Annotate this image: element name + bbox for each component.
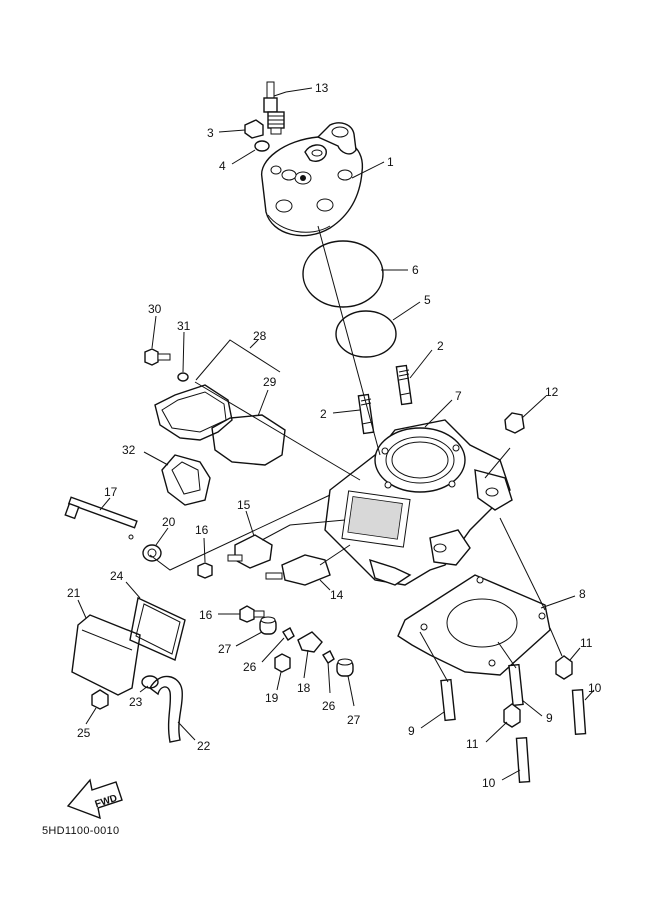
leader-lines [77,87,595,781]
callout-22: 22 [197,739,211,753]
callout-13: 13 [315,81,329,95]
shaft-17 [64,496,138,540]
callout-27b: 27 [347,713,361,727]
callout-7: 7 [455,389,462,403]
callout-labels: 1 2 2 3 4 5 6 7 8 9 9 10 10 11 11 12 13 … [67,81,602,790]
stud-2a [395,364,413,406]
callout-26a: 26 [243,660,257,674]
cylinder-base-gasket [397,574,551,676]
callout-14: 14 [330,588,344,602]
callout-18: 18 [297,681,311,695]
callout-20: 20 [162,515,176,529]
callout-2a: 2 [437,339,444,353]
stud-9a [440,678,456,722]
washer-31 [177,372,189,382]
fwd-arrow-icon: FWD [66,778,123,820]
lever-18 [297,631,323,653]
gasket-24 [129,596,186,661]
collar-20 [142,544,162,562]
drawing-code: 5HD1100-0010 [42,825,119,837]
cylinder-head [261,122,364,237]
stud-2b [357,393,375,435]
callout-30: 30 [148,302,162,316]
callout-11a: 11 [580,636,593,650]
callout-16b: 16 [199,608,213,622]
bolt-3 [244,119,264,139]
exhaust-valve-15 [227,534,273,569]
bolt-25 [91,689,109,710]
stud-9b [508,663,524,707]
nut-11a [555,655,573,680]
callout-29: 29 [263,375,277,389]
callout-21: 21 [67,586,81,600]
cover-21 [71,614,141,696]
bolt-16b [239,605,265,623]
callout-2b: 2 [320,407,327,421]
callout-9a: 9 [546,711,553,725]
stud-10b [515,736,531,784]
o-ring-5 [335,310,397,358]
callout-10a: 10 [588,681,602,695]
exhaust-valve-14 [265,554,331,586]
bolt-30 [144,348,171,366]
clip-26a [282,627,295,641]
bolt-19 [274,653,291,673]
clamp-23 [141,675,159,689]
callout-19: 19 [265,691,279,705]
callout-32: 32 [122,443,136,457]
callout-8: 8 [579,587,586,601]
callout-24: 24 [110,569,124,583]
callout-12: 12 [545,385,559,399]
callout-6: 6 [412,263,419,277]
spark-plug [263,81,285,135]
callout-27a: 27 [218,642,232,656]
valve-part-32 [161,454,211,506]
callout-5: 5 [424,293,431,307]
callout-10b: 10 [482,776,496,790]
callout-11b: 11 [466,737,479,751]
nut-12 [504,412,525,434]
collar-27a [259,616,277,635]
cover-gasket-29 [211,414,286,466]
collar-27b [336,658,354,677]
callout-1: 1 [387,155,394,169]
callout-16a: 16 [195,523,209,537]
callout-17: 17 [104,485,118,499]
bolt-16a [197,562,213,579]
callout-9b: 9 [408,724,415,738]
callout-26b: 26 [322,699,336,713]
callout-23: 23 [129,695,143,709]
stud-10a [571,688,587,736]
hose-22 [149,675,184,743]
callout-28: 28 [253,329,267,343]
callout-25: 25 [77,726,91,740]
washer-4 [254,140,270,152]
clip-26b [322,650,335,664]
cover-gasket-28 [154,384,233,441]
o-ring-6 [302,240,384,308]
callout-15: 15 [237,498,251,512]
callout-4: 4 [219,159,226,173]
cylinder [324,419,513,586]
callout-3: 3 [207,126,214,140]
nut-11b [503,703,521,728]
callout-31: 31 [177,319,191,333]
